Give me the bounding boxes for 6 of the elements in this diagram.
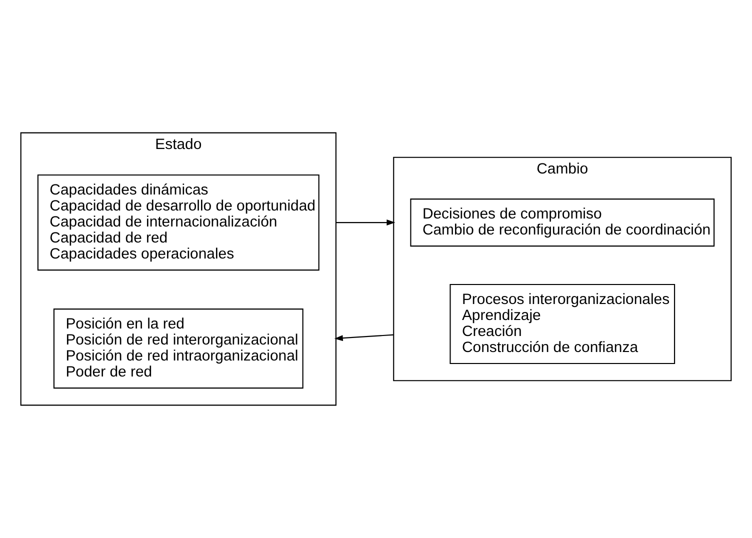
- node-box: Capacidades dinámicas Capacidad de desarrollo de oportunidad Capacidad de internacionalización Capacidad de red Capacidades operacionales: [37, 174, 320, 271]
- arrow: [336, 220, 396, 226]
- node-box: Procesos interorganizacionales Aprendizaje Creación Construcción de confianza: [450, 284, 676, 364]
- arrow: [334, 334, 394, 342]
- node-box: Decisiones de compromiso Cambio de reconfiguración de coordinación: [410, 198, 715, 247]
- node-box: Posición en la red Posición de red interorganizacional Posición de red intraorganizacional Poder de red: [53, 308, 304, 389]
